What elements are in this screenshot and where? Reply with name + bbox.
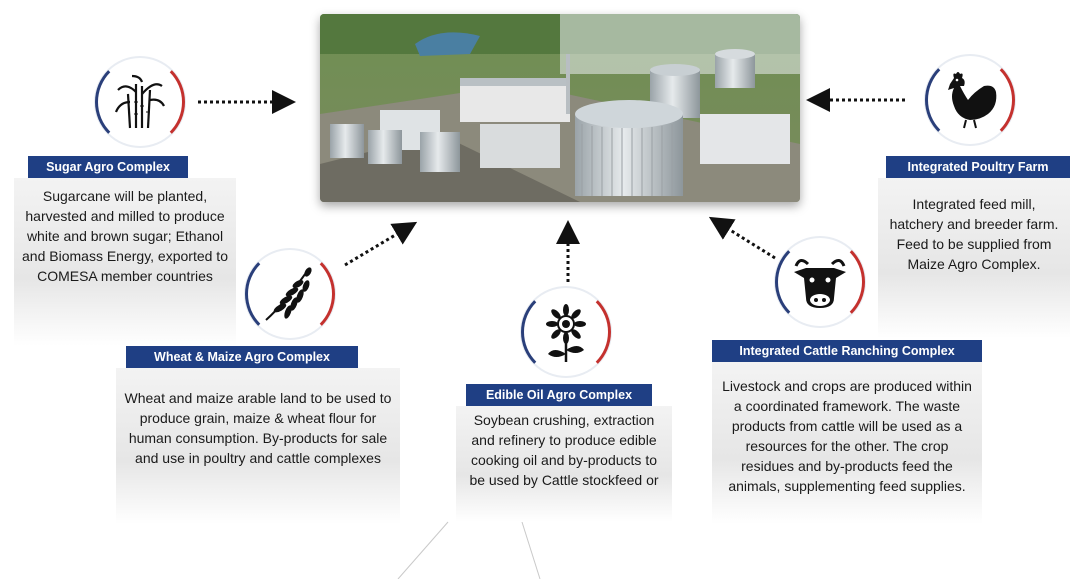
wheat-icon bbox=[265, 267, 312, 321]
cattle-description: Livestock and crops are produced within … bbox=[712, 362, 982, 524]
cattle-icon-circle bbox=[775, 237, 865, 327]
oil-icon-circle bbox=[521, 287, 611, 377]
oil-description: Soybean crushing, extraction and refiner… bbox=[456, 406, 672, 522]
arrow-cattle bbox=[708, 216, 776, 260]
arrow-wheat bbox=[344, 221, 418, 267]
wheat-icon-circle bbox=[245, 249, 335, 339]
sugar-title: Sugar Agro Complex bbox=[28, 156, 188, 178]
poultry-description: Integrated feed mill, hatchery and breed… bbox=[878, 178, 1070, 338]
oil-title: Edible Oil Agro Complex bbox=[466, 384, 652, 406]
chicken-icon bbox=[948, 72, 997, 129]
sugar-description: Sugarcane will be planted, harvested and… bbox=[14, 178, 236, 346]
sugarcane-icon bbox=[114, 74, 165, 129]
bottom-line-left bbox=[397, 521, 449, 579]
central-plant-image bbox=[320, 14, 800, 202]
wheat-title: Wheat & Maize Agro Complex bbox=[126, 346, 358, 368]
poultry-icon-circle bbox=[925, 55, 1015, 145]
cow-icon bbox=[794, 259, 846, 308]
wheat-description: Wheat and maize arable land to be used t… bbox=[116, 368, 400, 524]
sugar-icon-circle bbox=[95, 57, 185, 147]
cattle-title: Integrated Cattle Ranching Complex bbox=[712, 340, 982, 362]
bottom-line-right bbox=[521, 521, 541, 579]
sunflower-icon bbox=[546, 304, 586, 362]
plant-illustration bbox=[320, 14, 800, 202]
poultry-title: Integrated Poultry Farm bbox=[886, 156, 1070, 178]
